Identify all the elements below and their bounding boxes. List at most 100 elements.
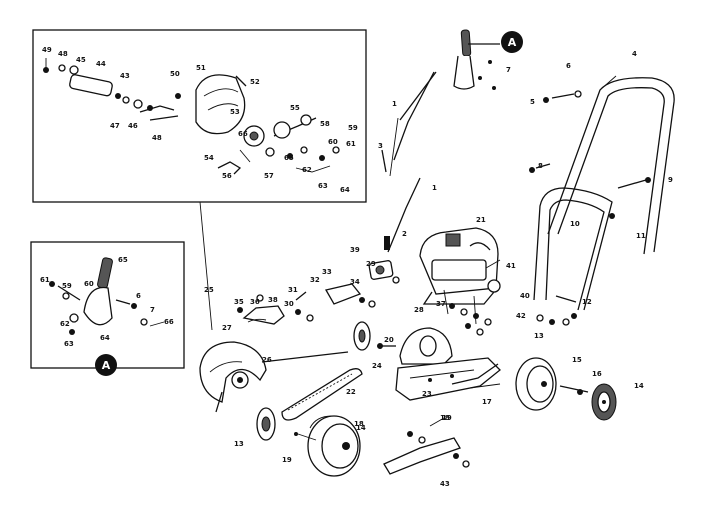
part-label: 7	[506, 66, 511, 74]
engine-mount-hardware	[443, 289, 492, 336]
part-label: 51	[196, 64, 206, 72]
part-label: 19	[282, 456, 292, 464]
part-label: 13	[234, 440, 244, 448]
part-label: 25	[204, 286, 214, 294]
part-label: 54	[204, 154, 214, 162]
lower-handle	[533, 177, 651, 311]
drive-belt	[281, 368, 363, 421]
part-label: 50	[170, 70, 180, 78]
part-label: 21	[476, 216, 486, 224]
wheel-rear-center	[515, 357, 589, 411]
inset-box-detail	[32, 29, 367, 203]
part-label: 60	[328, 138, 338, 146]
upper-handle	[547, 75, 675, 255]
control-handle-assembly: A	[399, 29, 523, 121]
axle-bracket	[383, 417, 470, 475]
inset-labels: 49 48 45 44 43 47 46 48 50 51 52 53 55 5…	[42, 46, 358, 194]
part-label: 7	[150, 306, 155, 314]
part-label: 39	[350, 246, 360, 254]
part-label: 36	[250, 298, 260, 306]
part-label: 61	[346, 140, 356, 148]
part-label: 24	[372, 362, 382, 370]
part-label: 53	[230, 108, 240, 116]
part-label: 14	[634, 382, 644, 390]
part-label: 28	[414, 306, 424, 314]
inset-spring	[97, 257, 113, 289]
part-label: 37	[436, 300, 446, 308]
wheel-rear-right	[591, 383, 617, 421]
part-label: 44	[96, 60, 106, 68]
part-label: 23	[422, 390, 432, 398]
part-label: 48	[152, 134, 162, 142]
part-label: 63	[64, 340, 74, 348]
part-label: 56	[222, 172, 232, 180]
part-label: 34	[350, 278, 360, 286]
part-label: 1	[392, 100, 397, 108]
part-label: 35	[234, 298, 244, 306]
part-label: 22	[346, 388, 356, 396]
inset-leader-line	[199, 201, 213, 331]
part-label: 27	[222, 324, 232, 332]
part-label: 9	[668, 176, 673, 184]
part-label: 32	[310, 276, 320, 284]
part-label: 40	[520, 292, 530, 300]
throttle-grip	[460, 29, 472, 57]
part-label: 15	[572, 356, 582, 364]
part-label: 66	[238, 130, 248, 138]
drive-pulleys	[256, 321, 371, 441]
part-label: 58	[320, 120, 330, 128]
main-labels: 1 1 2 3 4 5 6 7 8 9 10 11 12 13 14 15 16…	[204, 50, 673, 488]
callout-a-inset	[95, 354, 117, 376]
part-label: 19	[442, 414, 452, 422]
part-label: 62	[60, 320, 70, 328]
wheel-front-left	[294, 415, 361, 477]
depth-linkage	[237, 260, 400, 325]
part-label: 55	[290, 104, 300, 112]
part-label: 14	[356, 424, 366, 432]
inset-blade-guard	[195, 74, 246, 135]
part-label: 2	[402, 230, 407, 238]
part-label: 17	[482, 398, 492, 406]
part-label: 16	[592, 370, 602, 378]
inset-box-small: A	[30, 241, 185, 376]
inset-axle-sleeve	[69, 74, 113, 97]
main-blade-guard	[199, 341, 349, 413]
part-label: 6	[566, 62, 571, 70]
part-label: 3	[378, 142, 383, 150]
part-label: 11	[636, 232, 646, 240]
part-label: 31	[288, 286, 298, 294]
part-label: 66	[164, 318, 174, 326]
part-label: 18	[440, 414, 450, 422]
part-label: 64	[100, 334, 110, 342]
part-label: 26	[262, 356, 272, 364]
part-label: 64	[340, 186, 350, 194]
inset-small-guard	[83, 286, 113, 326]
handle-hardware	[529, 90, 582, 326]
part-label: 60	[84, 280, 94, 288]
part-label: 8	[538, 162, 543, 170]
part-label: 47	[110, 122, 120, 130]
part-label: 57	[264, 172, 274, 180]
part-label: 65	[118, 256, 128, 264]
part-label: 59	[62, 282, 72, 290]
part-label: 46	[128, 122, 138, 130]
part-label: 45	[76, 56, 86, 64]
part-label: 65	[284, 154, 294, 162]
callout-a-inset-label: A	[102, 359, 111, 372]
part-label: 43	[440, 480, 450, 488]
part-label: 4	[632, 50, 637, 58]
part-label: 49	[42, 46, 52, 54]
part-label: 10	[570, 220, 580, 228]
part-label: 20	[384, 336, 394, 344]
inset-small-parts	[43, 58, 181, 121]
part-label: 5	[530, 98, 535, 106]
inset-small-labels: 61 59 60 6 7 62 63 64 65 66	[40, 256, 174, 348]
engine	[419, 227, 501, 305]
part-label: 48	[58, 50, 68, 58]
part-label: 29	[366, 260, 376, 268]
part-label: 33	[322, 268, 332, 276]
part-label: 63	[318, 182, 328, 190]
part-label: 30	[284, 300, 294, 308]
part-label: 18	[354, 420, 364, 428]
